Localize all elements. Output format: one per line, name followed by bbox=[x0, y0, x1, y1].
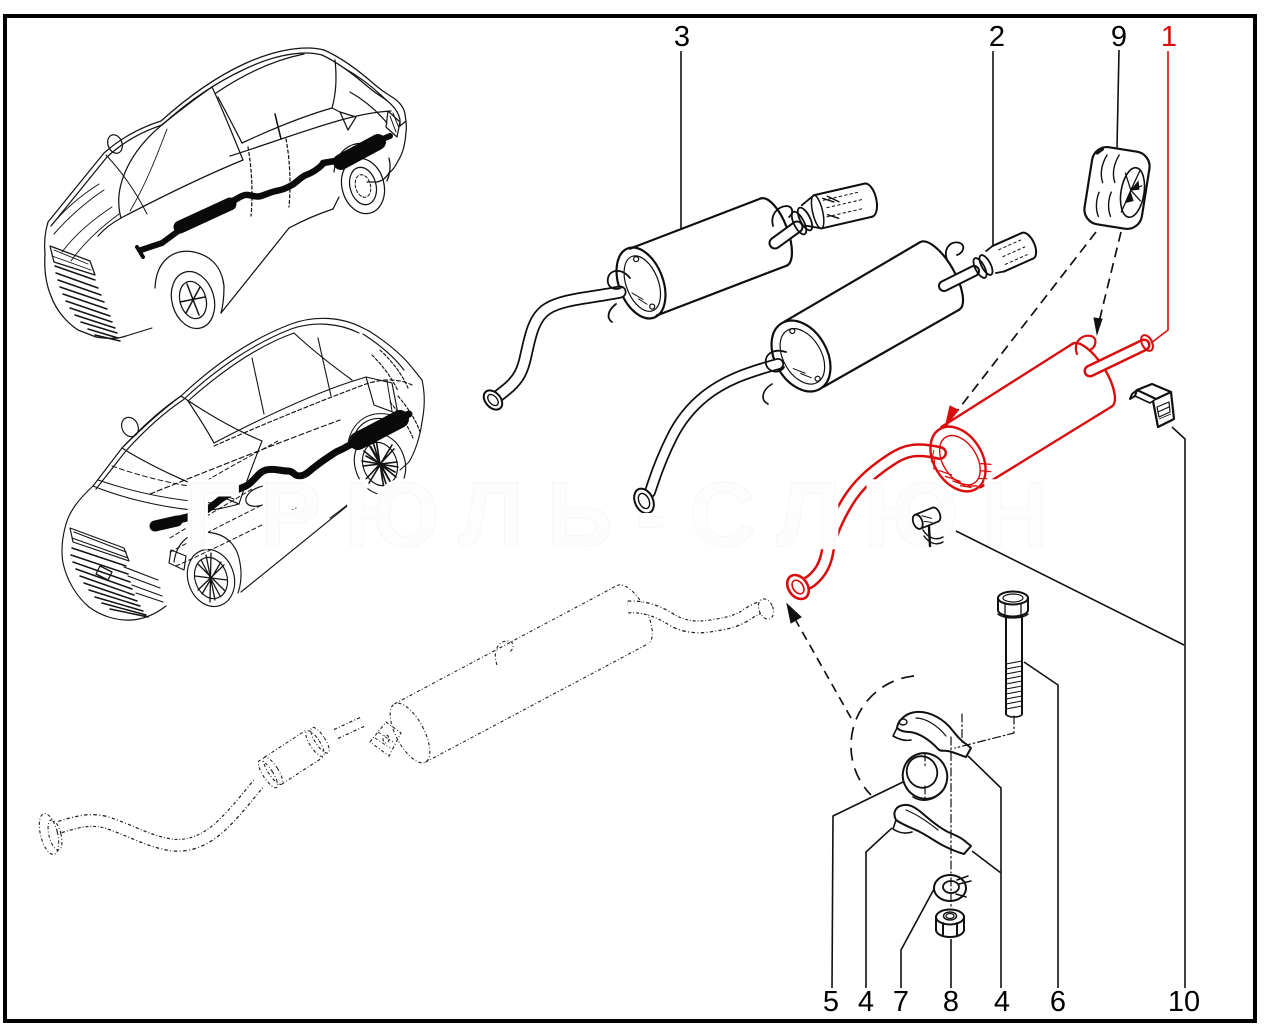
svg-text:9: 9 bbox=[1111, 21, 1127, 53]
svg-text:3: 3 bbox=[674, 21, 690, 53]
svg-text:1: 1 bbox=[1161, 21, 1177, 53]
svg-text:5: 5 bbox=[823, 986, 839, 1018]
svg-text:4: 4 bbox=[858, 986, 874, 1018]
svg-text:10: 10 bbox=[1168, 986, 1200, 1018]
svg-text:ГРЮЛЬ-СЛЮН: ГРЮЛЬ-СЛЮН bbox=[185, 464, 1071, 566]
svg-text:6: 6 bbox=[1050, 986, 1066, 1018]
svg-text:8: 8 bbox=[943, 986, 959, 1018]
svg-text:2: 2 bbox=[989, 21, 1005, 53]
svg-text:4: 4 bbox=[994, 986, 1010, 1018]
svg-text:7: 7 bbox=[893, 986, 909, 1018]
svg-text:ГРЮЛЬ-СЛЮН: ГРЮЛЬ-СЛЮН bbox=[185, 464, 1071, 566]
